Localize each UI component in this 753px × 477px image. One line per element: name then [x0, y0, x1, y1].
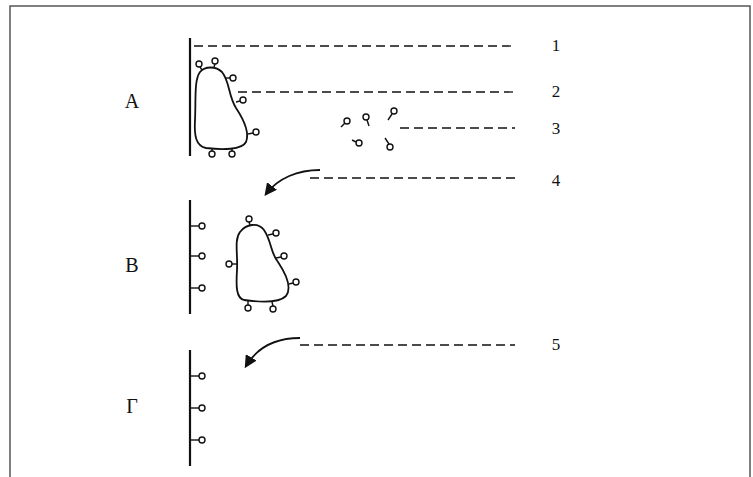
- membrane: [189, 38, 191, 156]
- callout-number: 5: [552, 336, 561, 353]
- callout-number: 2: [552, 83, 561, 100]
- leader-line: [400, 127, 515, 128]
- leader-lines: [194, 46, 515, 345]
- callout-number: 4: [552, 172, 561, 189]
- leader-line: [238, 91, 515, 92]
- callout-number: 1: [552, 37, 561, 54]
- cell-outline: [237, 225, 289, 302]
- membrane: [189, 200, 191, 314]
- panel-letter: A: [125, 91, 139, 111]
- panel-letter: Γ: [126, 396, 138, 416]
- transition-arrow: [246, 338, 300, 366]
- transition-arrows: [246, 170, 320, 366]
- receptors: [190, 58, 397, 443]
- cell-outline: [195, 68, 248, 150]
- leader-line: [194, 45, 515, 46]
- panel-letter: B: [125, 255, 138, 275]
- membranes: [189, 38, 191, 466]
- leader-line: [310, 177, 515, 178]
- callout-number: 3: [552, 120, 561, 137]
- transition-arrow: [266, 170, 320, 194]
- frame: [10, 6, 750, 477]
- leader-line: [300, 344, 515, 345]
